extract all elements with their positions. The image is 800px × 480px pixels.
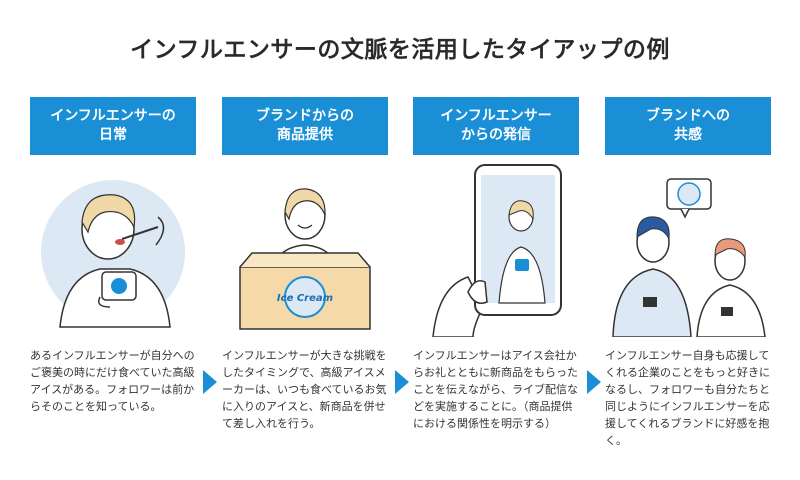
arrow-right-icon xyxy=(587,370,601,394)
ice-cream-logo-text: Ice Cream xyxy=(277,293,333,304)
woman-holding-box-illustration: Ice Cream xyxy=(239,188,371,330)
step-influencer-daily: インフルエンサーの 日常 あるインフルエンサーが自分へのご褒美の時にだけ食べてい… xyxy=(30,97,196,415)
step-header-line2: 商品提供 xyxy=(277,127,333,143)
followers-with-phones-illustration xyxy=(612,178,766,338)
step-header-line1: インフルエンサーの xyxy=(50,108,176,125)
step-header: ブランドへの 共感 xyxy=(605,97,771,155)
arrow-right-icon xyxy=(395,370,409,394)
step-influencer-post: インフルエンサー からの発信 インフルエンサーはアイス会社からお礼とともに新商品… xyxy=(413,97,579,432)
step-description: インフルエンサーが大きな挑戦をしたタイミングで、高級アイスメーカーは、いつも食べ… xyxy=(222,349,387,431)
step-header: インフルエンサーの 日常 xyxy=(30,97,196,155)
step-header: インフルエンサー からの発信 xyxy=(413,97,579,155)
step-header-line1: ブランドへの xyxy=(646,108,730,125)
step-description: インフルエンサー自身も応援してくれる企業のことをもっと好きになるし、フォロワーも… xyxy=(605,349,770,448)
step-header-line1: ブランドからの xyxy=(256,108,354,125)
arrow-right-icon xyxy=(203,370,217,394)
step-header-line2: 日常 xyxy=(99,127,127,143)
step-header-line1: インフルエンサー xyxy=(440,108,552,125)
woman-eating-ice-cream-illustration xyxy=(41,180,185,328)
page-title: インフルエンサーの文脈を活用したタイアップの例 xyxy=(130,37,670,63)
step-header-line2: からの発信 xyxy=(461,127,531,143)
hand-holding-smartphone-illustration xyxy=(432,164,562,338)
step-description: インフルエンサーはアイス会社からお礼とともに新商品をもらったことを伝えながら、ラ… xyxy=(413,349,578,431)
step-brand-empathy: ブランドへの 共感 インフルエンサー自身も応援してくれる企業のことをもっと好きに… xyxy=(605,97,771,449)
step-header-line2: 共感 xyxy=(674,127,702,143)
step-description: あるインフルエンサーが自分へのご褒美の時にだけ食べていた高級アイスがある。フォロ… xyxy=(30,349,195,414)
step-header: ブランドからの 商品提供 xyxy=(222,97,388,155)
step-brand-provision: ブランドからの 商品提供 Ice Cream インフルエンサーが大きな挑戦をした… xyxy=(222,97,388,432)
